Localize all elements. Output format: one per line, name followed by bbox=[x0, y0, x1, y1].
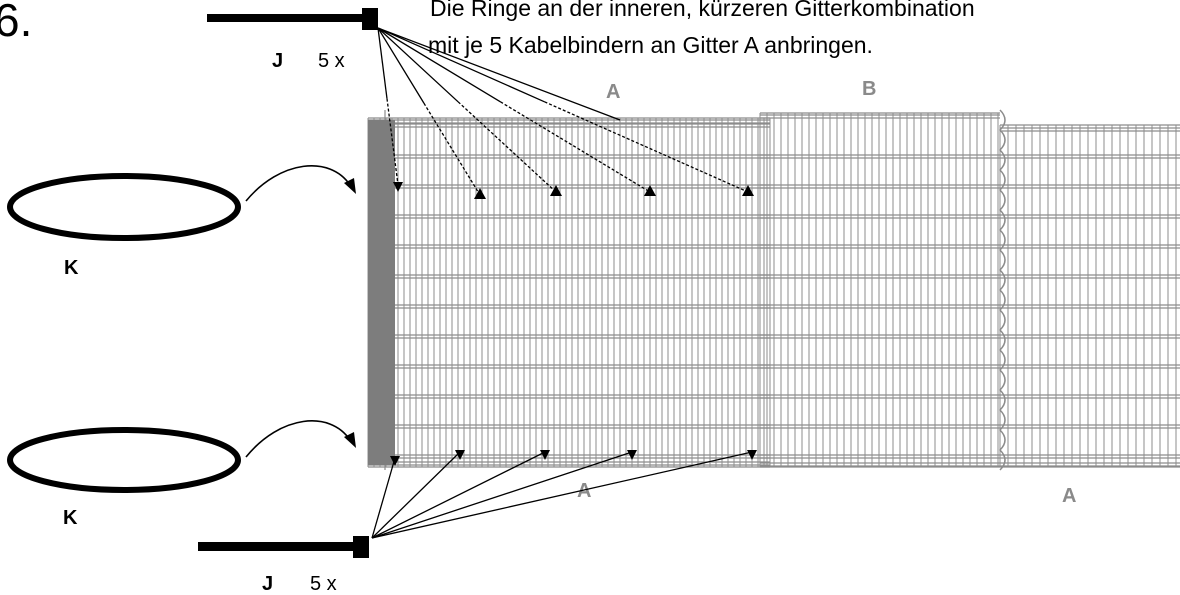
ring-top bbox=[7, 173, 241, 241]
leader-top-to-panel bbox=[377, 27, 621, 121]
knot-bottom-2 bbox=[455, 450, 465, 460]
cable-tie-bottom-qty: 5 x bbox=[310, 573, 337, 595]
leader-top-2 bbox=[377, 27, 425, 104]
fence-grids bbox=[367, 109, 1180, 471]
knot-bottom-5 bbox=[747, 450, 757, 460]
leader-top-4 bbox=[377, 27, 501, 103]
ring-arrows bbox=[245, 165, 351, 458]
leader-bottom-2 bbox=[371, 451, 461, 539]
step-number: 6. bbox=[0, 0, 32, 46]
cable-tie-top-letter: J bbox=[272, 50, 283, 72]
cable-tie-leaders bbox=[371, 27, 753, 539]
cable-tie-top bbox=[207, 8, 378, 30]
panel-seam-edge bbox=[998, 109, 1006, 471]
leader-top-5 bbox=[377, 27, 545, 103]
ring-top-letter: K bbox=[64, 257, 79, 279]
panel-label-bottom-a-right: A bbox=[1062, 485, 1076, 507]
leader-top-dashed-4 bbox=[500, 101, 651, 193]
knot-top-3 bbox=[550, 185, 562, 196]
cable-tie-bottom-letter: J bbox=[262, 573, 273, 595]
cable-tie-top-qty: 5 x bbox=[318, 50, 345, 72]
knot-top-2 bbox=[474, 188, 486, 199]
panel-label-top-b: B bbox=[862, 78, 876, 100]
ring-bottom bbox=[7, 427, 241, 493]
knot-top-5 bbox=[742, 185, 754, 196]
arrowhead-ring-bottom bbox=[344, 432, 356, 448]
fence-post bbox=[368, 120, 395, 465]
leader-top-dashed-3 bbox=[457, 101, 557, 193]
arrowhead-ring-top bbox=[344, 178, 356, 194]
knot-bottom-1 bbox=[390, 456, 400, 466]
knot-top-4 bbox=[644, 185, 656, 196]
leader-top-1 bbox=[377, 27, 388, 99]
cable-tie-knots bbox=[390, 182, 757, 466]
leader-bottom-3 bbox=[371, 451, 546, 539]
knot-bottom-4 bbox=[627, 450, 637, 460]
cable-tie-bottom bbox=[198, 536, 369, 558]
panel-label-bottom-a-left: A bbox=[577, 480, 591, 502]
leader-top-dashed-1 bbox=[386, 98, 399, 186]
leader-top-3 bbox=[377, 27, 459, 103]
ring-bottom-letter: K bbox=[63, 507, 78, 529]
instruction-line-2: mit je 5 Kabelbindern an Gitter A anbrin… bbox=[428, 32, 873, 58]
instruction-line-1: Die Ringe an der inneren, kürzeren Gitte… bbox=[430, 0, 975, 21]
leader-bottom-5 bbox=[371, 451, 753, 539]
knot-bottom-3 bbox=[540, 450, 550, 460]
leader-top-dashed-5 bbox=[544, 101, 749, 193]
knot-top-1 bbox=[393, 182, 403, 192]
leader-bottom-1 bbox=[371, 457, 396, 539]
leader-top-dashed-2 bbox=[423, 102, 481, 196]
leader-bottom-4 bbox=[371, 451, 633, 539]
panel-label-top-a: A bbox=[606, 81, 620, 103]
